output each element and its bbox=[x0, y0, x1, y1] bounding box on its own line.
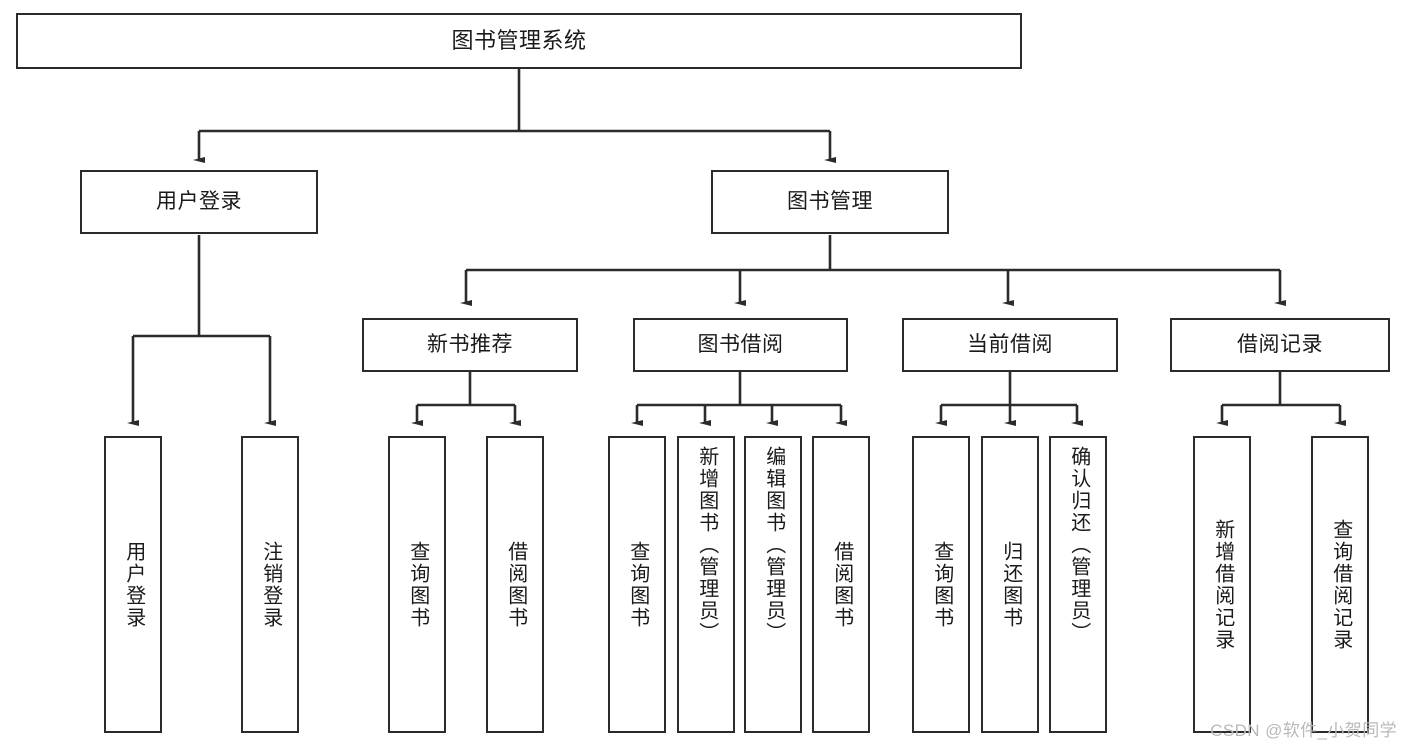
node-label: 用户登录 bbox=[122, 540, 145, 629]
leaf-return-book[interactable]: 归还图书 bbox=[981, 436, 1039, 733]
node-label: 查询借阅记录 bbox=[1329, 518, 1352, 651]
leaf-logout[interactable]: 注销登录 bbox=[241, 436, 299, 733]
node-label: 借阅图书 bbox=[504, 540, 527, 629]
node-label: 图书管理系统 bbox=[451, 27, 587, 53]
node-label: 查询图书 bbox=[626, 540, 649, 629]
node-label: 图书借阅 bbox=[697, 333, 784, 357]
leaf-edit-book-admin[interactable]: 编辑图书（管理员） bbox=[744, 436, 802, 733]
leaf-user-login[interactable]: 用户登录 bbox=[104, 436, 162, 733]
leaf-query-book-recommend[interactable]: 查询图书 bbox=[388, 436, 446, 733]
node-book-management[interactable]: 图书管理 bbox=[711, 170, 949, 234]
leaf-query-book-current[interactable]: 查询图书 bbox=[912, 436, 970, 733]
node-label: 图书管理 bbox=[787, 190, 873, 214]
node-label: 注销登录 bbox=[259, 540, 282, 629]
node-book-borrow[interactable]: 图书借阅 bbox=[633, 318, 848, 372]
leaf-query-borrow-record[interactable]: 查询借阅记录 bbox=[1311, 436, 1369, 733]
node-label: 当前借阅 bbox=[967, 333, 1053, 357]
leaf-borrow-book-recommend[interactable]: 借阅图书 bbox=[486, 436, 544, 733]
leaf-borrow-book[interactable]: 借阅图书 bbox=[812, 436, 870, 733]
node-label: 借阅记录 bbox=[1237, 333, 1323, 357]
leaf-confirm-return-admin[interactable]: 确认归还（管理员） bbox=[1049, 436, 1107, 733]
node-label: 确认归还（管理员） bbox=[1067, 446, 1090, 644]
leaf-query-book-borrow[interactable]: 查询图书 bbox=[608, 436, 666, 733]
node-label: 借阅图书 bbox=[830, 540, 853, 629]
node-current-borrow[interactable]: 当前借阅 bbox=[902, 318, 1118, 372]
leaf-add-borrow-record[interactable]: 新增借阅记录 bbox=[1193, 436, 1251, 733]
node-borrow-record[interactable]: 借阅记录 bbox=[1170, 318, 1390, 372]
node-root-book-management-system[interactable]: 图书管理系统 bbox=[16, 13, 1022, 69]
node-label: 新书推荐 bbox=[427, 333, 513, 357]
node-label: 编辑图书（管理员） bbox=[762, 446, 785, 644]
node-user-login[interactable]: 用户登录 bbox=[80, 170, 318, 234]
node-new-book-recommend[interactable]: 新书推荐 bbox=[362, 318, 578, 372]
node-label: 新增图书（管理员） bbox=[695, 446, 718, 644]
node-label: 用户登录 bbox=[156, 190, 242, 214]
node-label: 归还图书 bbox=[999, 540, 1022, 629]
csdn-watermark: CSDN @软件_小贺同学 bbox=[1210, 721, 1397, 740]
node-label: 查询图书 bbox=[930, 540, 953, 629]
node-label: 查询图书 bbox=[406, 540, 429, 629]
leaf-add-book-admin[interactable]: 新增图书（管理员） bbox=[677, 436, 735, 733]
node-label: 新增借阅记录 bbox=[1211, 518, 1234, 651]
